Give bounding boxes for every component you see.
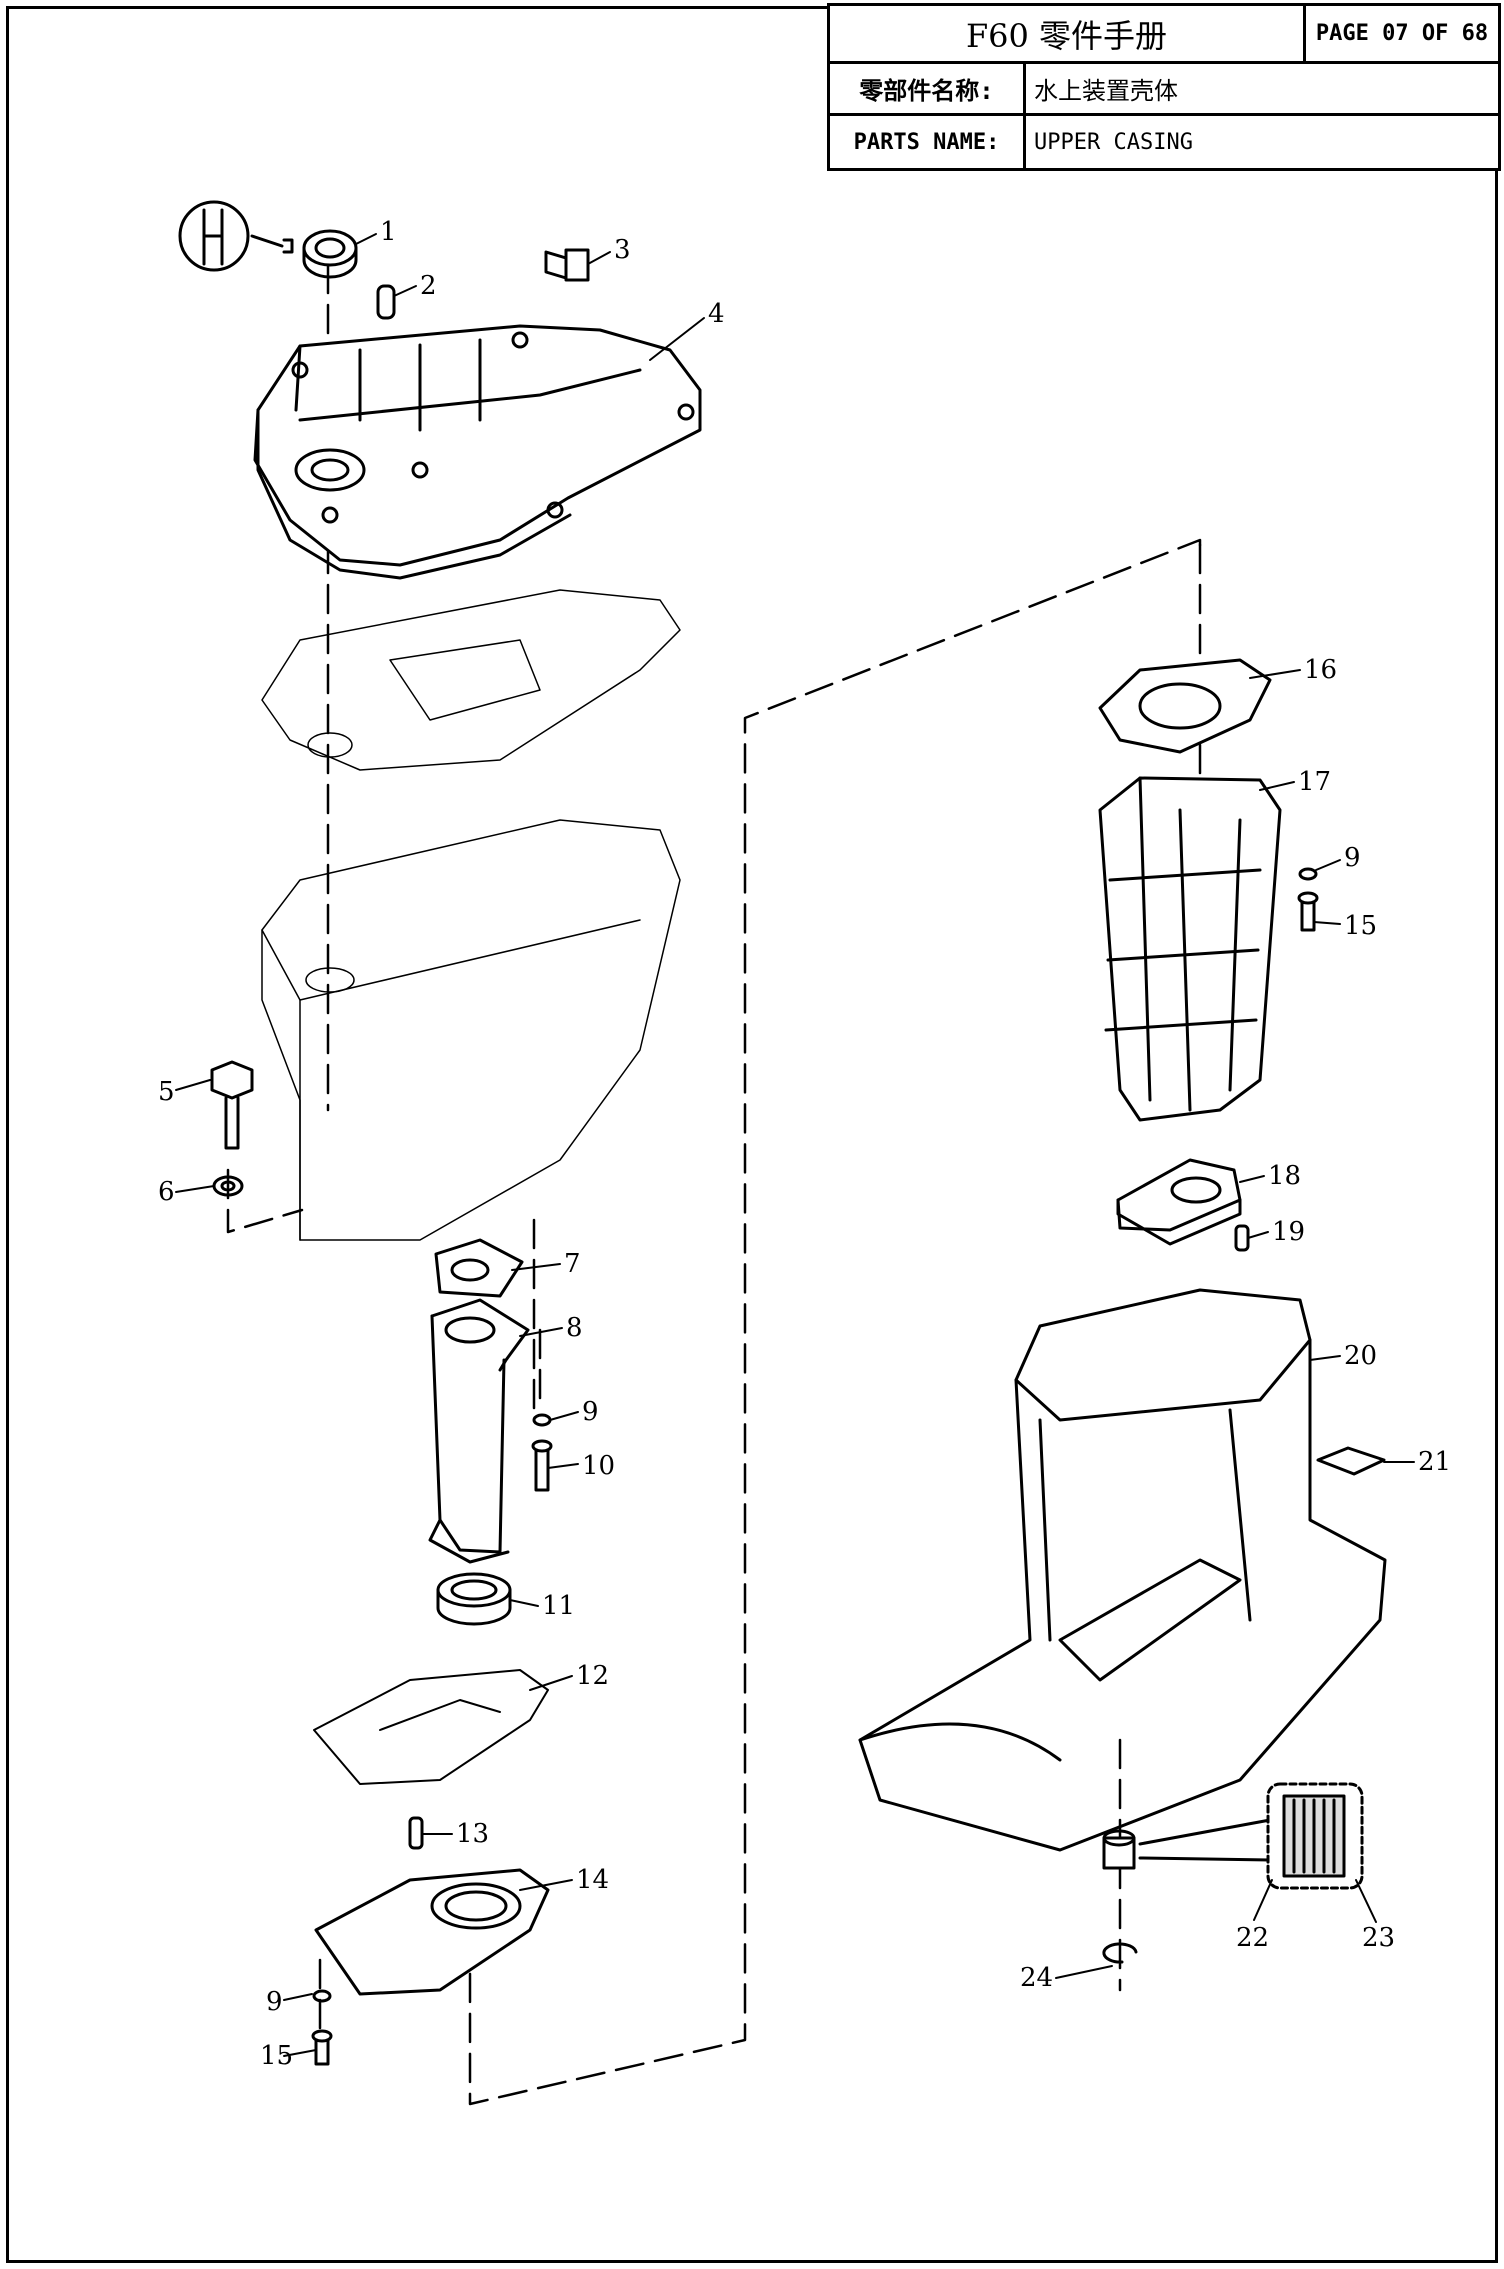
callout-9-b: 9 [266, 1987, 283, 2017]
gasket-upper [261, 589, 681, 771]
callout-numbers: 1 2 3 4 5 6 7 8 9 10 11 12 13 14 9 15 16… [158, 217, 1451, 2071]
callout-14: 14 [576, 1865, 609, 1895]
part-9-washer-b [312, 1989, 332, 2003]
drawing-border [6, 6, 1498, 2263]
part-19-pin [1234, 1224, 1250, 1252]
part-22-bearing [1102, 1818, 1272, 1870]
callout-17: 17 [1298, 767, 1331, 797]
part-9-washer-c [1298, 867, 1318, 881]
part-23-bearing-detail [1266, 1782, 1364, 1890]
part-12-gasket [313, 1669, 549, 1785]
leader-lines [175, 233, 1415, 2057]
part-24-circlip [1102, 1942, 1138, 1964]
part-20-upper-casing [858, 1288, 1387, 1852]
part-14-lower-plate [314, 1868, 550, 1996]
callout-10: 10 [582, 1451, 615, 1481]
part-name-label-en: PARTS NAME: [830, 116, 1026, 168]
catalog-title: F60 零件手册 [830, 6, 1306, 64]
part-17-inner-housing [1098, 776, 1282, 1122]
part-15-bolt-b [1297, 891, 1319, 932]
part-9-washer-a [532, 1413, 552, 1427]
part-16-gasket [1098, 658, 1272, 754]
callout-21: 21 [1418, 1447, 1451, 1477]
callout-16: 16 [1304, 655, 1337, 685]
callout-15-a: 15 [260, 2041, 293, 2071]
callout-12: 12 [576, 1661, 609, 1691]
casing-block-outline [261, 819, 681, 1241]
callout-5: 5 [158, 1077, 175, 1107]
callout-9-c: 9 [1344, 843, 1361, 873]
part-1-oil-seal [178, 200, 358, 279]
part-name-label-cn: 零部件名称: [830, 64, 1026, 116]
callout-4: 4 [708, 299, 725, 329]
callout-22: 22 [1236, 1923, 1269, 1953]
callout-3: 3 [614, 235, 631, 265]
part-10-bolt [531, 1439, 553, 1492]
part-3-fitting [544, 248, 590, 282]
part-21-anode [1316, 1446, 1386, 1476]
part-15-bolt-a [311, 2029, 333, 2066]
callout-11: 11 [542, 1591, 575, 1621]
callout-2: 2 [420, 271, 437, 301]
callout-18: 18 [1268, 1161, 1301, 1191]
callout-23: 23 [1362, 1923, 1395, 1953]
part-5-bolt [210, 1060, 254, 1150]
part-4-upper-plate [253, 324, 702, 580]
part-13-pin [408, 1816, 424, 1850]
part-name-en: UPPER CASING [1034, 129, 1193, 155]
page-number: PAGE 07 OF 68 [1306, 6, 1498, 64]
callout-19: 19 [1272, 1217, 1305, 1247]
callout-15-b: 15 [1344, 911, 1377, 941]
callout-13: 13 [456, 1819, 489, 1849]
callout-7: 7 [564, 1249, 581, 1279]
part-18-rubber-seal [1116, 1158, 1242, 1246]
part-7-gasket [434, 1238, 524, 1298]
callout-24: 24 [1020, 1963, 1053, 1993]
callout-8: 8 [566, 1313, 583, 1343]
callout-1: 1 [380, 217, 397, 247]
part-11-seal [436, 1572, 512, 1626]
callout-6: 6 [158, 1177, 175, 1207]
callout-20: 20 [1344, 1341, 1377, 1371]
part-2-dowel-pin [376, 284, 396, 320]
part-name-cn: 水上装置壳体 [1026, 64, 1498, 116]
part-8-exhaust-pipe [428, 1298, 530, 1564]
callout-9-a: 9 [582, 1397, 599, 1427]
title-block: F60 零件手册 PAGE 07 OF 68 零部件名称: 水上装置壳体 PAR… [827, 3, 1501, 171]
